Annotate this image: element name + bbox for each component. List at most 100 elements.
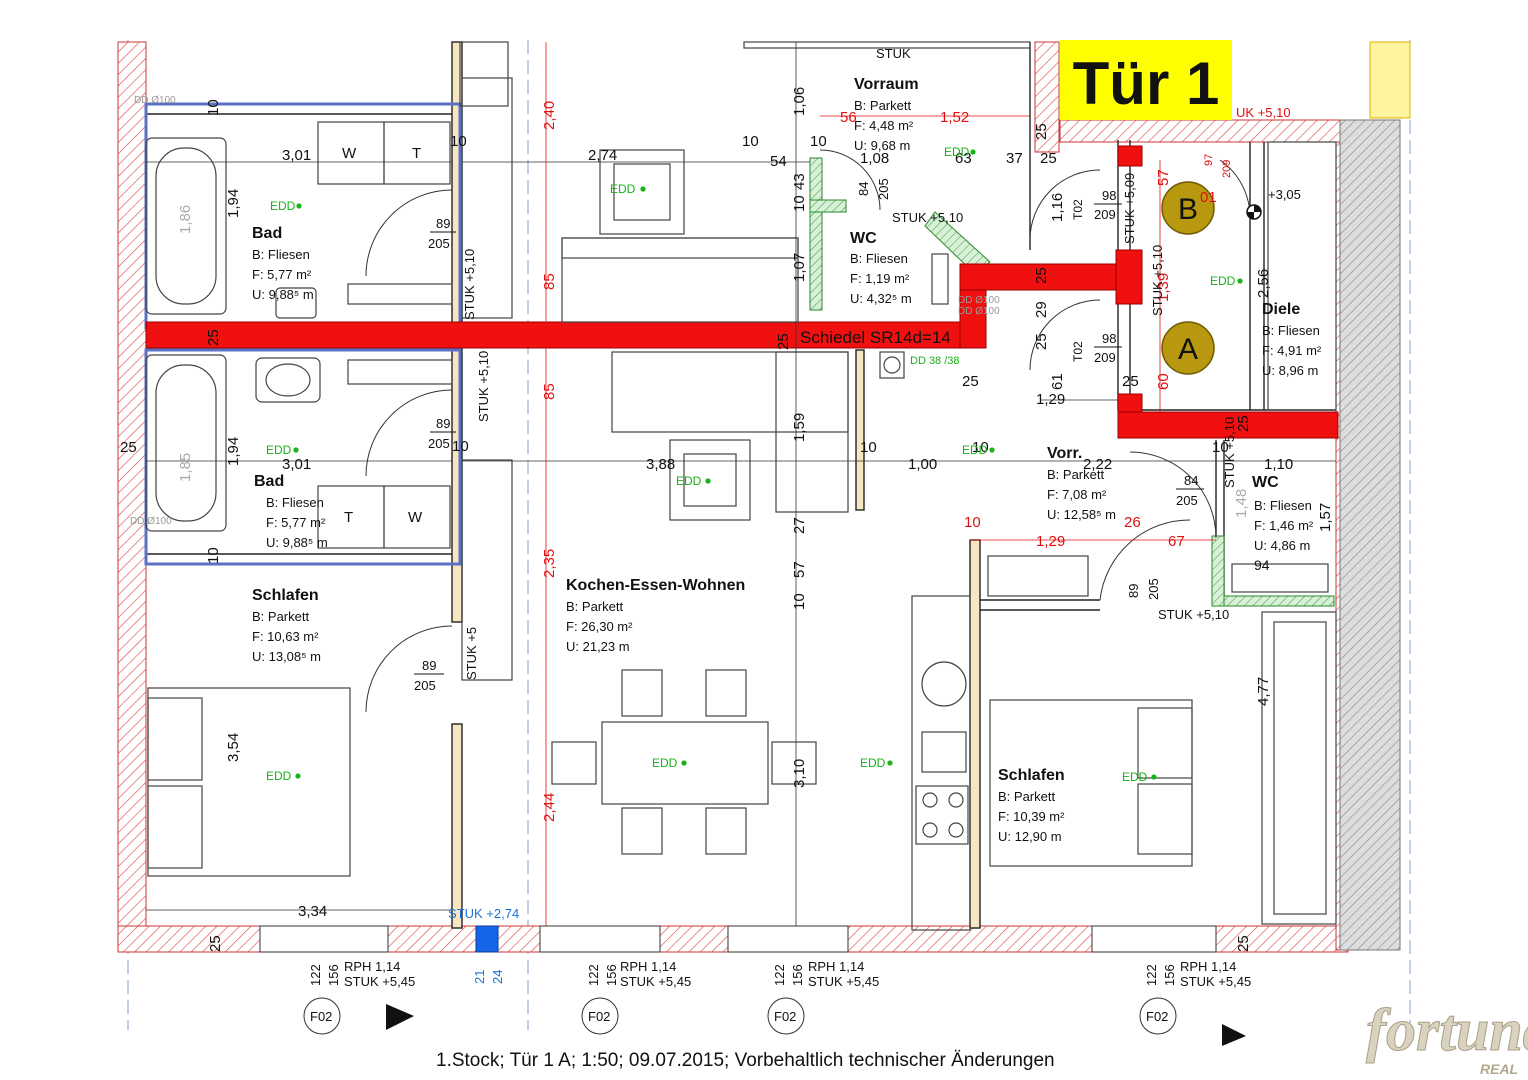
svg-text:57: 57 <box>791 561 808 578</box>
svg-text:Vorr.: Vorr. <box>1047 445 1082 462</box>
svg-text:25: 25 <box>1235 935 1252 952</box>
svg-text:25: 25 <box>775 333 792 350</box>
svg-text:B: Fliesen: B: Fliesen <box>1262 323 1320 338</box>
dimension-lines-red <box>545 42 1216 926</box>
marker-a <box>1161 321 1215 375</box>
chimney-walls <box>145 145 1339 439</box>
svg-text:B: Parkett: B: Parkett <box>854 98 911 113</box>
svg-text:1,16: 1,16 <box>1049 193 1066 222</box>
svg-text:STUK +2,74: STUK +2,74 <box>448 906 519 921</box>
svg-text:EDD: EDD <box>1210 274 1236 288</box>
svg-text:T: T <box>412 145 421 162</box>
svg-text:209: 209 <box>1221 160 1233 178</box>
svg-text:EDD: EDD <box>266 769 292 783</box>
svg-text:STUK +5,45: STUK +5,45 <box>620 974 691 989</box>
svg-text:F02: F02 <box>310 1009 332 1024</box>
svg-text:10: 10 <box>972 439 989 456</box>
dimension-lines <box>146 42 1336 926</box>
svg-text:122: 122 <box>308 964 323 986</box>
svg-text:1,86: 1,86 <box>177 205 194 234</box>
svg-text:10: 10 <box>791 593 808 610</box>
svg-text:61: 61 <box>1049 373 1066 390</box>
svg-text:WC: WC <box>850 230 877 247</box>
svg-text:1,06: 1,06 <box>791 87 808 116</box>
logo-sub: REAL <box>1480 1061 1518 1077</box>
svg-text:EDD: EDD <box>944 145 970 159</box>
room-vorr: Vorr. B: Parkett F: 7,08 m² U: 12,58⁵ m <box>1047 445 1116 522</box>
svg-text:1,52: 1,52 <box>940 109 969 126</box>
svg-text:B: Parkett: B: Parkett <box>566 599 623 614</box>
svg-text:U: 4,86 m: U: 4,86 m <box>1254 538 1310 553</box>
room-wc-1: WC B: Fliesen F: 1,19 m² U: 4,32⁵ m <box>850 230 912 306</box>
svg-text:F: 4,91 m²: F: 4,91 m² <box>1262 343 1322 358</box>
svg-text:F02: F02 <box>774 1009 796 1024</box>
svg-text:STUK +5: STUK +5 <box>464 627 479 680</box>
svg-text:25: 25 <box>205 329 222 346</box>
red-dimension-texts: 56 1,52 10 26 1,29 67 01 2,40 85 85 2,35… <box>541 101 1233 822</box>
svg-text:Bad: Bad <box>254 473 284 490</box>
svg-text:3,10: 3,10 <box>791 759 808 788</box>
svg-text:98: 98 <box>1102 331 1116 346</box>
svg-text:U: 9,88⁵ m: U: 9,88⁵ m <box>266 535 328 550</box>
room-bad-2: Bad B: Fliesen F: 5,77 m² U: 9,88⁵ m <box>254 473 328 550</box>
svg-text:89: 89 <box>436 416 450 431</box>
appliance-labels: W T T W +3,05 DD 38 /38 DD Ø100 DD Ø100 … <box>130 95 1301 527</box>
svg-text:1,57: 1,57 <box>1317 503 1334 532</box>
svg-text:1,94: 1,94 <box>225 189 242 218</box>
svg-text:3,88: 3,88 <box>646 456 675 473</box>
door-sign: Tür 1 <box>1060 40 1232 120</box>
room-diele: Diele B: Fliesen F: 4,91 m² U: 8,96 m <box>1262 301 1322 378</box>
svg-text:10: 10 <box>1212 439 1229 456</box>
svg-text:205: 205 <box>1176 493 1198 508</box>
svg-text:43: 43 <box>791 173 808 190</box>
svg-text:B: Parkett: B: Parkett <box>252 609 309 624</box>
svg-text:U: 9,88⁵ m: U: 9,88⁵ m <box>252 287 314 302</box>
svg-text:B: Fliesen: B: Fliesen <box>266 495 324 510</box>
svg-text:10: 10 <box>964 514 981 531</box>
svg-text:37: 37 <box>1006 150 1023 167</box>
svg-text:2,35: 2,35 <box>541 549 558 578</box>
svg-text:RPH 1,14: RPH 1,14 <box>620 959 676 974</box>
room-wc-2: WC B: Fliesen F: 1,46 m² U: 4,86 m <box>1252 474 1314 553</box>
svg-text:25: 25 <box>1033 123 1050 140</box>
svg-text:F: 10,39 m²: F: 10,39 m² <box>998 809 1065 824</box>
svg-text:85: 85 <box>541 383 558 400</box>
svg-text:STUK +5,09: STUK +5,09 <box>1122 173 1137 244</box>
svg-text:84: 84 <box>856 182 871 196</box>
svg-text:U: 4,32⁵ m: U: 4,32⁵ m <box>850 291 912 306</box>
svg-text:RPH 1,14: RPH 1,14 <box>1180 959 1236 974</box>
svg-text:25: 25 <box>1122 373 1139 390</box>
svg-text:89: 89 <box>422 658 436 673</box>
svg-text:84: 84 <box>1184 473 1198 488</box>
window-openings <box>259 925 1217 953</box>
company-logo: fortuna REAL <box>1366 997 1528 1078</box>
svg-text:F: 26,30 m²: F: 26,30 m² <box>566 619 633 634</box>
svg-text:1,59: 1,59 <box>791 413 808 442</box>
svg-text:10: 10 <box>810 133 827 150</box>
plan-caption: 1.Stock; Tür 1 A; 1:50; 09.07.2015; Vorb… <box>436 1050 1055 1071</box>
svg-text:54: 54 <box>770 153 787 170</box>
svg-text:+3,05: +3,05 <box>1268 187 1301 202</box>
svg-text:1,29: 1,29 <box>1036 391 1065 408</box>
svg-text:2,44: 2,44 <box>541 793 558 822</box>
svg-text:EDD: EDD <box>610 182 636 196</box>
svg-text:Diele: Diele <box>1262 301 1300 318</box>
svg-text:25: 25 <box>1033 267 1050 284</box>
svg-text:56: 56 <box>840 109 857 126</box>
svg-text:EDD: EDD <box>652 756 678 770</box>
svg-text:205: 205 <box>1146 578 1161 600</box>
svg-text:10: 10 <box>860 439 877 456</box>
svg-text:29: 29 <box>1033 301 1050 318</box>
svg-text:T: T <box>344 509 353 526</box>
svg-text:27: 27 <box>791 517 808 534</box>
room-schlafen-1: Schlafen B: Parkett F: 10,63 m² U: 13,08… <box>252 587 321 664</box>
svg-text:F: 5,77 m²: F: 5,77 m² <box>266 515 326 530</box>
svg-text:97: 97 <box>1203 154 1215 166</box>
svg-text:U: 12,58⁵ m: U: 12,58⁵ m <box>1047 507 1116 522</box>
svg-text:205: 205 <box>876 178 891 200</box>
svg-text:EDD: EDD <box>962 443 988 457</box>
svg-text:2,56: 2,56 <box>1255 269 1272 298</box>
